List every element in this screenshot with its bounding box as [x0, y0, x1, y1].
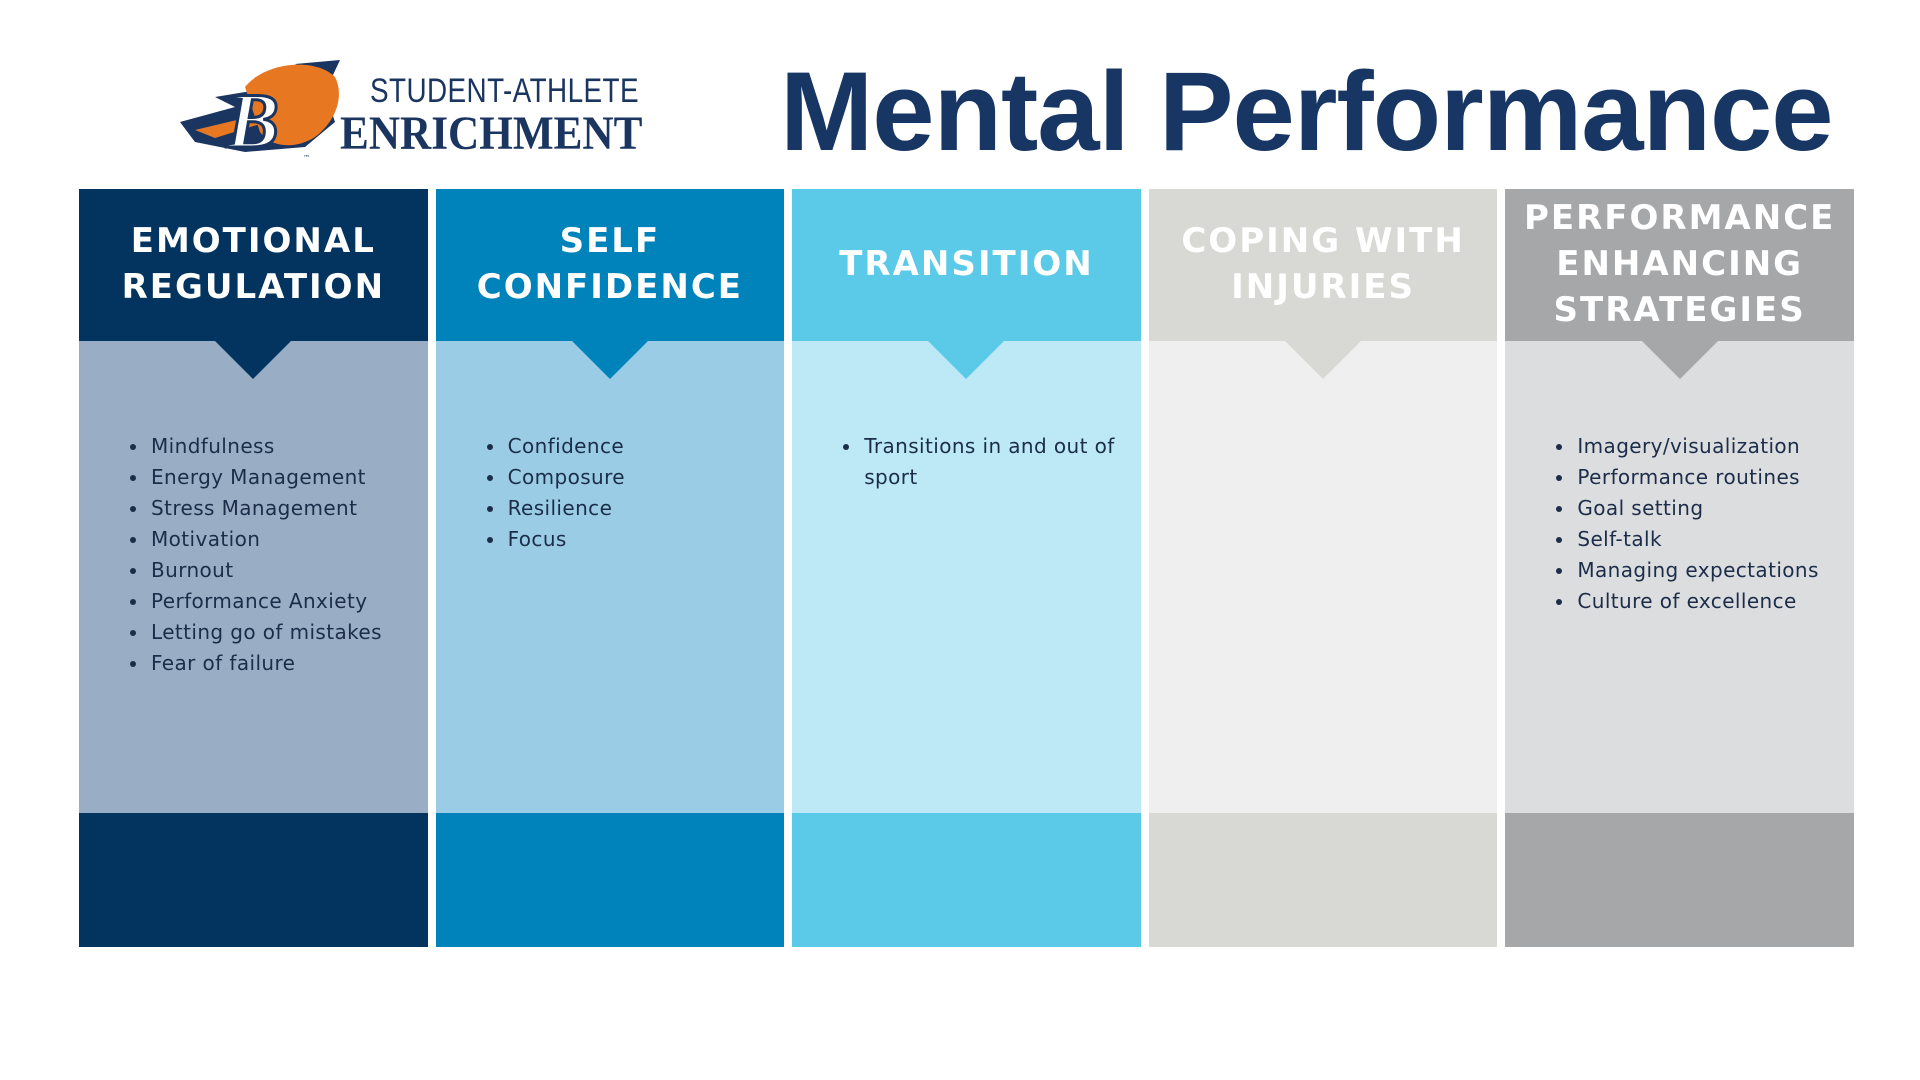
- column-header: TRANSITION: [792, 189, 1141, 379]
- list-item: Motivation: [149, 524, 408, 555]
- topic-list: Imagery/visualizationPerformance routine…: [1505, 431, 1834, 617]
- column-0: EMOTIONAL REGULATION MindfulnessEnergy Ma…: [79, 189, 428, 947]
- list-item: Self-talk: [1575, 524, 1834, 555]
- column-footer: [435, 813, 785, 947]
- column-2: TRANSITION Transitions in and out of spor…: [792, 189, 1141, 947]
- logo-line2: ENRICHMENT: [340, 107, 643, 160]
- column-body: ConfidenceComposureResilienceFocus: [435, 341, 785, 813]
- header-pointer-icon: [1285, 341, 1362, 379]
- column-body: [1148, 341, 1498, 813]
- column-body: MindfulnessEnergy ManagementStress Manag…: [79, 341, 428, 813]
- list-item: Performance Anxiety: [149, 586, 408, 617]
- header-pointer-icon: [571, 341, 648, 379]
- column-title: TRANSITION: [839, 244, 1094, 285]
- svg-text:B: B: [226, 77, 279, 164]
- list-item: Focus: [506, 524, 765, 555]
- topic-list: ConfidenceComposureResilienceFocus: [436, 431, 765, 555]
- bison-b-logo-icon: B ™: [180, 60, 340, 164]
- logo: B ™ STUDENT-ATHLETE ENRICHMENT: [175, 52, 655, 164]
- list-item: Confidence: [506, 431, 765, 462]
- list-item: Managing expectations: [1575, 555, 1834, 586]
- list-item: Burnout: [149, 555, 408, 586]
- page-title: Mental Performance: [780, 49, 1834, 174]
- topic-list: Transitions in and out of sport: [792, 431, 1121, 493]
- column-title: SELF CONFIDENCE: [476, 221, 744, 307]
- column-body: Imagery/visualizationPerformance routine…: [1505, 341, 1854, 813]
- list-item: Fear of failure: [149, 648, 408, 679]
- topic-list: MindfulnessEnergy ManagementStress Manag…: [79, 431, 408, 679]
- column-header: COPING WITH INJURIES: [1148, 189, 1498, 379]
- column-footer: [79, 813, 428, 947]
- list-item: Transitions in and out of sport: [862, 431, 1121, 493]
- columns: EMOTIONAL REGULATION MindfulnessEnergy Ma…: [79, 189, 1854, 947]
- column-footer: [1148, 813, 1498, 947]
- column-title: COPING WITH INJURIES: [1181, 221, 1465, 307]
- list-item: Mindfulness: [149, 431, 408, 462]
- list-item: Performance routines: [1575, 462, 1834, 493]
- list-item: Energy Management: [149, 462, 408, 493]
- list-item: Stress Management: [149, 493, 408, 524]
- header-pointer-icon: [928, 341, 1005, 379]
- svg-text:™: ™: [303, 154, 310, 162]
- column-header: SELF CONFIDENCE: [435, 189, 785, 379]
- column-4: PERFORMANCE ENHANCING STRATEGIES Imagery/…: [1505, 189, 1854, 947]
- column-body: Transitions in and out of sport: [792, 341, 1141, 813]
- column-header: EMOTIONAL REGULATION: [79, 189, 428, 379]
- column-title: PERFORMANCE ENHANCING STRATEGIES: [1523, 198, 1836, 330]
- list-item: Goal setting: [1575, 493, 1834, 524]
- logo-line1: STUDENT-ATHLETE: [370, 72, 639, 110]
- list-item: Resilience: [506, 493, 765, 524]
- column-1: SELF CONFIDENCE ConfidenceComposureResili…: [435, 189, 785, 947]
- header-pointer-icon: [215, 341, 292, 379]
- header-pointer-icon: [1641, 341, 1718, 379]
- list-item: Letting go of mistakes: [149, 617, 408, 648]
- column-title: EMOTIONAL REGULATION: [121, 221, 386, 307]
- column-3: COPING WITH INJURIES: [1148, 189, 1498, 947]
- column-footer: [792, 813, 1141, 947]
- column-header: PERFORMANCE ENHANCING STRATEGIES: [1505, 189, 1854, 379]
- list-item: Culture of excellence: [1575, 586, 1834, 617]
- list-item: Composure: [506, 462, 765, 493]
- list-item: Imagery/visualization: [1575, 431, 1834, 462]
- column-footer: [1505, 813, 1854, 947]
